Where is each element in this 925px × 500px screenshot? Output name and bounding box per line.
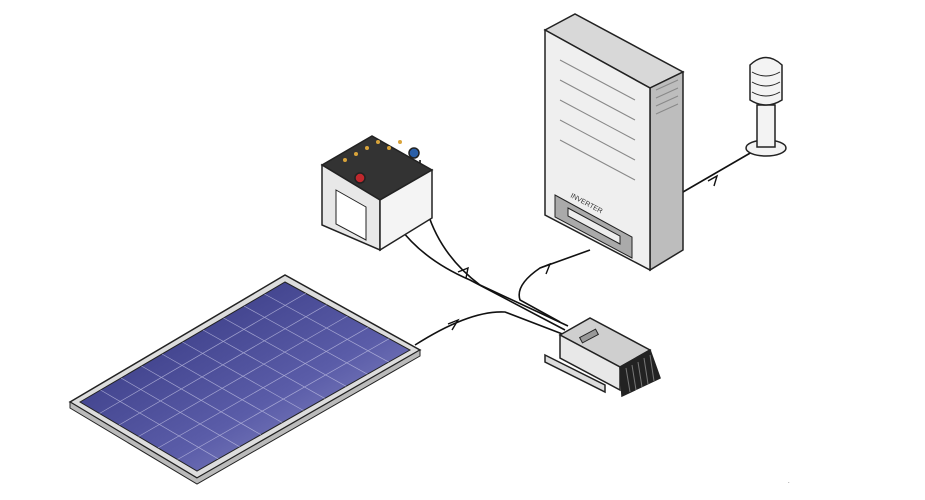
arrow-icon: [447, 318, 460, 331]
panel-cell-line: [99, 293, 307, 414]
charge-controller: [544, 317, 661, 398]
panel-cell-line: [177, 338, 390, 460]
light-bulb: [745, 56, 787, 157]
panel-wire: [414, 311, 566, 346]
arrow-icon: [539, 262, 552, 275]
inverter: INVERTER: [543, 13, 685, 272]
solar-panel: [68, 274, 422, 485]
negative-terminal: [408, 147, 420, 159]
battery: [320, 135, 434, 252]
panel-cell-line: [118, 304, 327, 426]
arrow-icon: [457, 266, 469, 279]
svg-text:.: .: [788, 479, 790, 485]
bulb-wire: [682, 151, 753, 193]
positive-terminal: [354, 172, 366, 184]
panel-cell-line: [157, 327, 369, 449]
inverter-wire: [518, 249, 591, 323]
arrow-icon: [707, 174, 719, 187]
panel-cell-line: [138, 315, 348, 437]
flow-arrows: [447, 174, 719, 331]
